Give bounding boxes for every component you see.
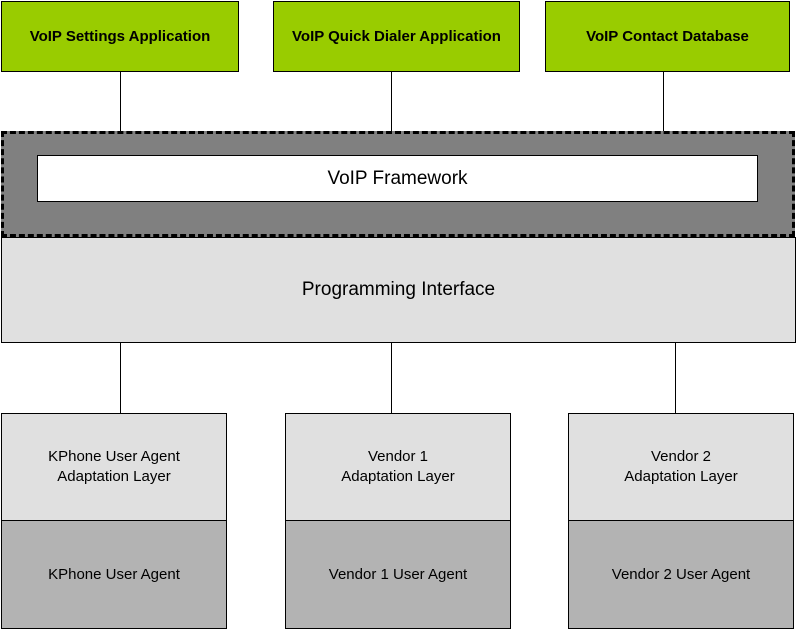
vendor2-adaptation-layer-label: Vendor 2 Adaptation Layer (624, 448, 738, 485)
vendor1-user-agent-label: Vendor 1 User Agent (328, 565, 468, 583)
connector-contacts-framework (663, 72, 664, 132)
programming-interface-box: Programming Interface (1, 237, 796, 343)
connector-settings-framework (120, 72, 121, 132)
kphone-user-agent-label: KPhone User Agent (48, 565, 180, 583)
connector-interface-vendor1 (391, 343, 392, 413)
voip-quick-dialer-application-label: VoIP Quick Dialer Application (292, 28, 501, 45)
voip-settings-application-label: VoIP Settings Application (29, 28, 211, 45)
vendor1-adaptation-layer-label: Vendor 1 Adaptation Layer (341, 448, 455, 485)
vendor1-adaptation-layer-box: Vendor 1 Adaptation Layer (285, 413, 511, 521)
connector-dialer-framework (391, 72, 392, 132)
vendor2-user-agent-box: Vendor 2 User Agent (568, 520, 794, 629)
voip-quick-dialer-application-box: VoIP Quick Dialer Application (273, 1, 520, 72)
kphone-user-agent-box: KPhone User Agent (1, 520, 227, 629)
vendor2-adaptation-layer-box: Vendor 2 Adaptation Layer (568, 413, 794, 521)
connector-interface-kphone (120, 343, 121, 413)
programming-interface-label: Programming Interface (301, 279, 496, 300)
vendor2-user-agent-label: Vendor 2 User Agent (611, 565, 751, 583)
kphone-adaptation-layer-box: KPhone User Agent Adaptation Layer (1, 413, 227, 521)
kphone-adaptation-layer-label: KPhone User Agent Adaptation Layer (48, 448, 180, 485)
voip-framework-box: VoIP Framework (37, 155, 758, 202)
vendor1-user-agent-box: Vendor 1 User Agent (285, 520, 511, 629)
voip-framework-label: VoIP Framework (327, 167, 468, 189)
connector-interface-vendor2 (675, 343, 676, 413)
voip-contact-database-label: VoIP Contact Database (586, 28, 749, 45)
voip-settings-application-box: VoIP Settings Application (1, 1, 239, 72)
voip-contact-database-box: VoIP Contact Database (545, 1, 790, 72)
